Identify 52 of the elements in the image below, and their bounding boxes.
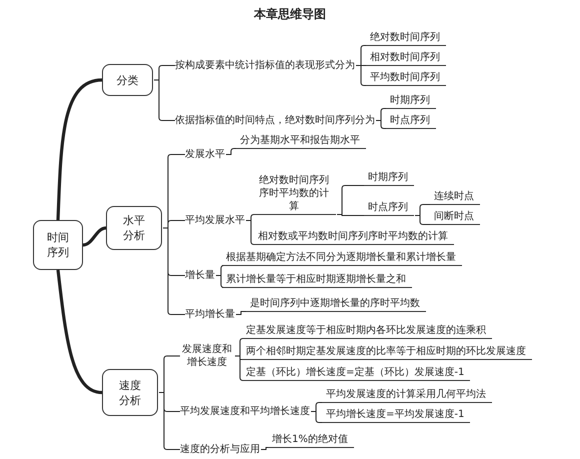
- branch-text: 两个相邻时期定基发展速度的比率等于相应时期的环比发展速度: [242, 345, 532, 360]
- branch-text: 按构成要素中统计指标值的表现形式分为: [175, 59, 355, 72]
- branch-text: 平均增长速度=平均发展速度-1: [322, 408, 470, 423]
- branch-text: 平均增长量: [185, 308, 235, 321]
- branch-text: 时期序列: [386, 94, 436, 109]
- topic-box: 时间序列: [33, 220, 83, 270]
- bracket-line: [336, 214, 364, 216]
- branch-text: 时点序列: [386, 114, 436, 129]
- branch-text: 增长量: [185, 269, 215, 282]
- bracket-line: [236, 311, 246, 315]
- branch-text: 依据指标值的时间特点，绝对数时间序列分为: [175, 114, 375, 127]
- bracket-line: [356, 65, 366, 86]
- branch-text: 相对数时间序列: [366, 51, 446, 66]
- topic-box: 分类: [102, 64, 153, 96]
- topic-box: 水平分析: [106, 206, 162, 250]
- branch-text: 时期序列: [364, 171, 414, 186]
- bracket-line: [162, 228, 186, 315]
- branch-text: 速度的分析与应用: [180, 443, 260, 456]
- branch-text: 平均发展水平: [185, 214, 245, 227]
- branch-text: 绝对数时间序列序时平均数的计算: [254, 174, 336, 215]
- branch-text: 连续时点: [430, 190, 480, 205]
- branch-text: 间断时点: [430, 210, 480, 225]
- branch-text: 绝对数时间序列: [366, 31, 446, 46]
- branch-text: 增长1%的绝对值: [268, 433, 354, 448]
- bracket-line: [376, 120, 386, 129]
- bracket-line: [158, 392, 180, 450]
- branch-text: 根据基期确定方法不同分为逐期增长量和累计增长量: [222, 251, 462, 266]
- branch-text: 平均数时间序列: [366, 71, 446, 86]
- bracket-line: [260, 447, 270, 450]
- bracket-line: [246, 220, 254, 245]
- branch-text: 平均发展速度和平均增长速度: [180, 405, 310, 418]
- branch-text: 时点序列: [364, 201, 414, 216]
- curved-branch-line: [82, 226, 106, 247]
- curved-branch-line: [56, 270, 102, 394]
- bracket-line: [414, 215, 430, 225]
- branch-text: 定基（环比）增长速度=定基（环比）发展速度-1: [242, 366, 470, 381]
- bracket-line: [234, 356, 244, 381]
- topic-box: 速度分析: [102, 369, 158, 416]
- branch-text: 分为基期水平和报告期水平: [236, 134, 366, 149]
- branch-text: 相对数或平均数时间序列序时平均数的计算: [254, 230, 454, 245]
- branch-text: 累计增长量等于相应时期逐期增长量之和: [222, 273, 412, 288]
- branch-text: 定基发展速度等于相应时期内各环比发展速度的连乘积: [242, 324, 492, 339]
- bracket-line: [216, 275, 224, 288]
- branch-text: 平均发展速度的计算采用几何平均法: [322, 388, 492, 403]
- branch-text: 发展水平: [185, 148, 225, 161]
- bracket-line: [310, 411, 322, 423]
- bracket-line: [154, 80, 176, 121]
- bracket-line: [226, 148, 236, 155]
- branch-text: 是时间序列中逐期增长量的序时平均数: [246, 297, 426, 312]
- diagram-title: 本章思维导图: [252, 6, 327, 23]
- curved-branch-line: [56, 78, 102, 220]
- branch-text: 发展速度和增长速度: [180, 343, 234, 369]
